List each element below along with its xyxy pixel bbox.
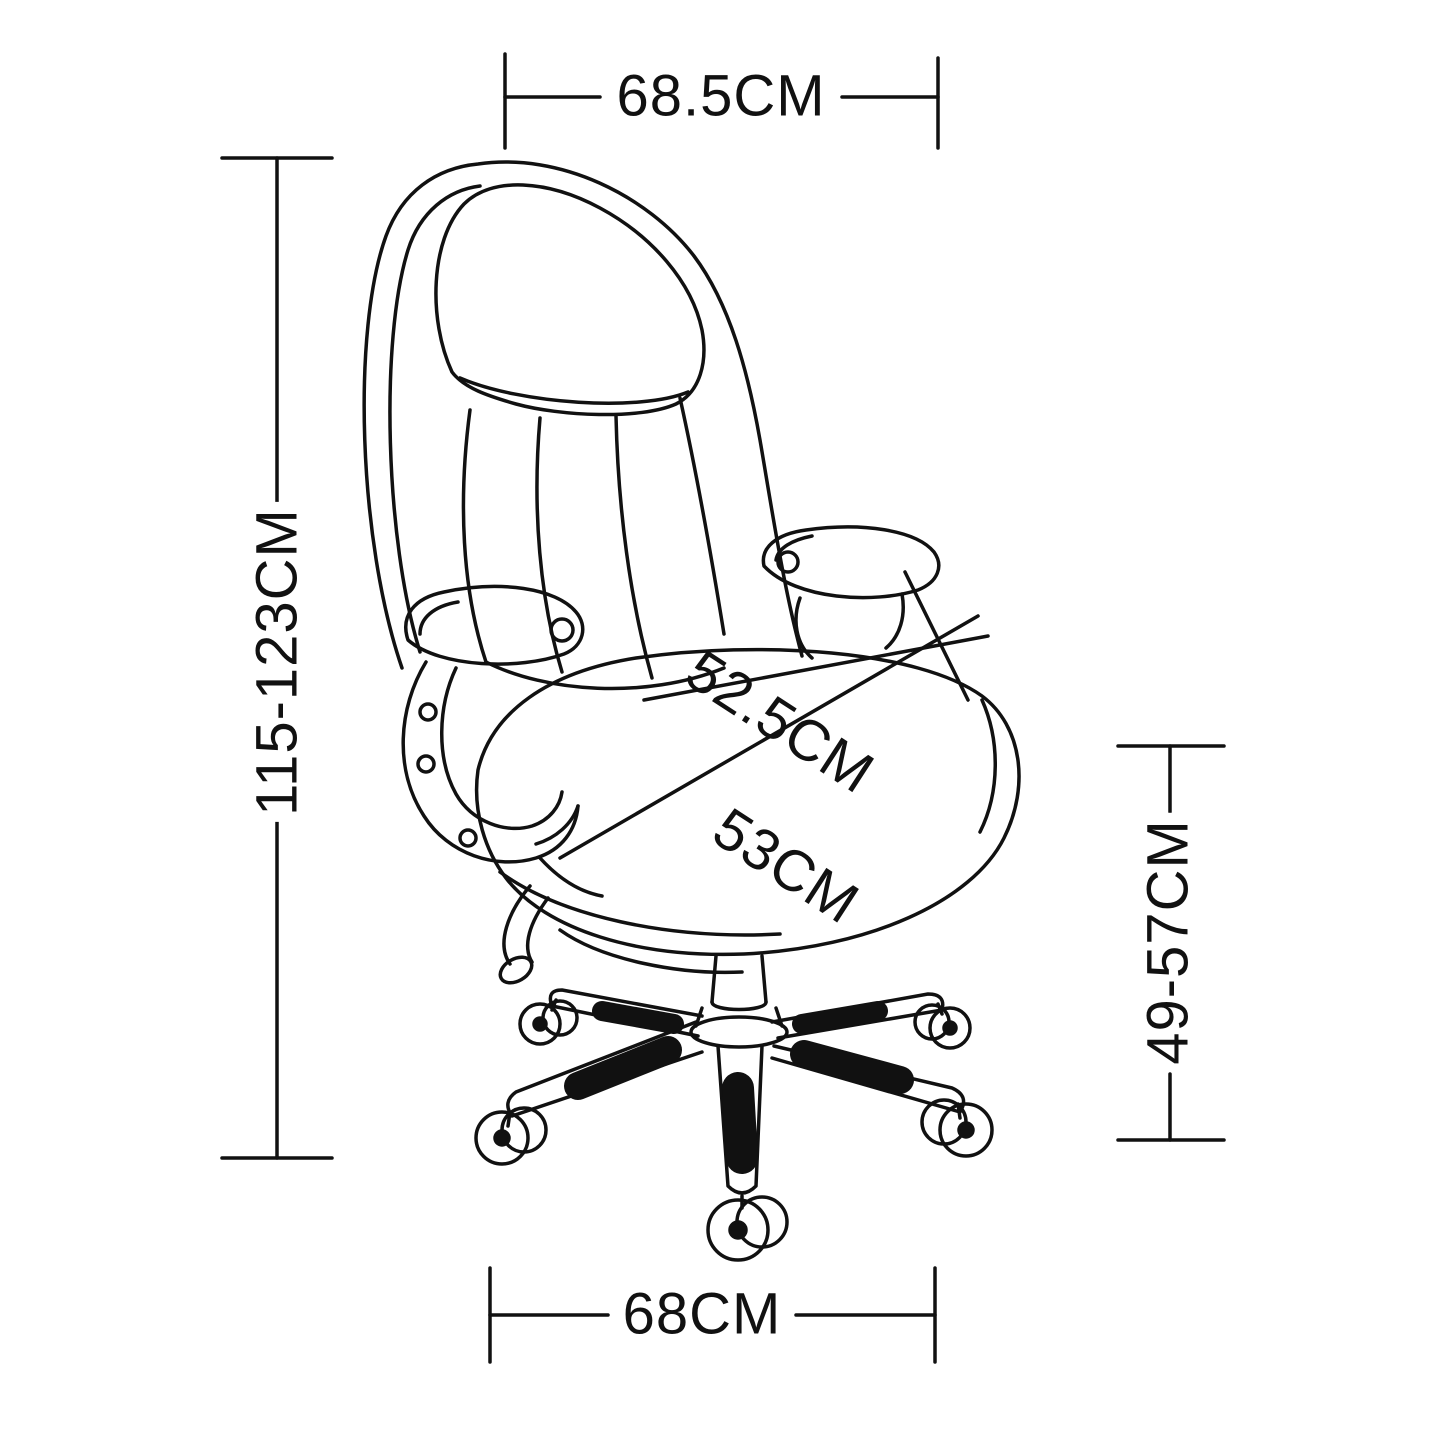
dimension-label-seat-height: 49-57CM <box>1134 813 1202 1071</box>
chair-base <box>506 988 966 1195</box>
chair-backrest <box>362 160 804 691</box>
dimension-line-seat-diagonals <box>558 570 990 860</box>
chair-headrest <box>434 183 706 417</box>
dimension-line-backrest-width <box>503 52 940 150</box>
dimension-line-base-width <box>488 1266 937 1364</box>
chair-casters <box>474 998 994 1262</box>
chair-gas-lift <box>689 954 789 1049</box>
dimension-label-base-width: 68CM <box>616 1280 788 1348</box>
dimension-label-backrest-width: 68.5CM <box>610 62 832 130</box>
chair-seat <box>474 647 1021 975</box>
dimension-label-overall-height: 115-123CM <box>243 502 311 822</box>
chair-armrest-right <box>761 525 941 660</box>
dimension-line-seat-height <box>1116 744 1226 1142</box>
chair-tilt-lever <box>498 884 550 985</box>
dimension-line-overall-height <box>220 156 334 1160</box>
chair-armrest-left <box>401 584 604 898</box>
